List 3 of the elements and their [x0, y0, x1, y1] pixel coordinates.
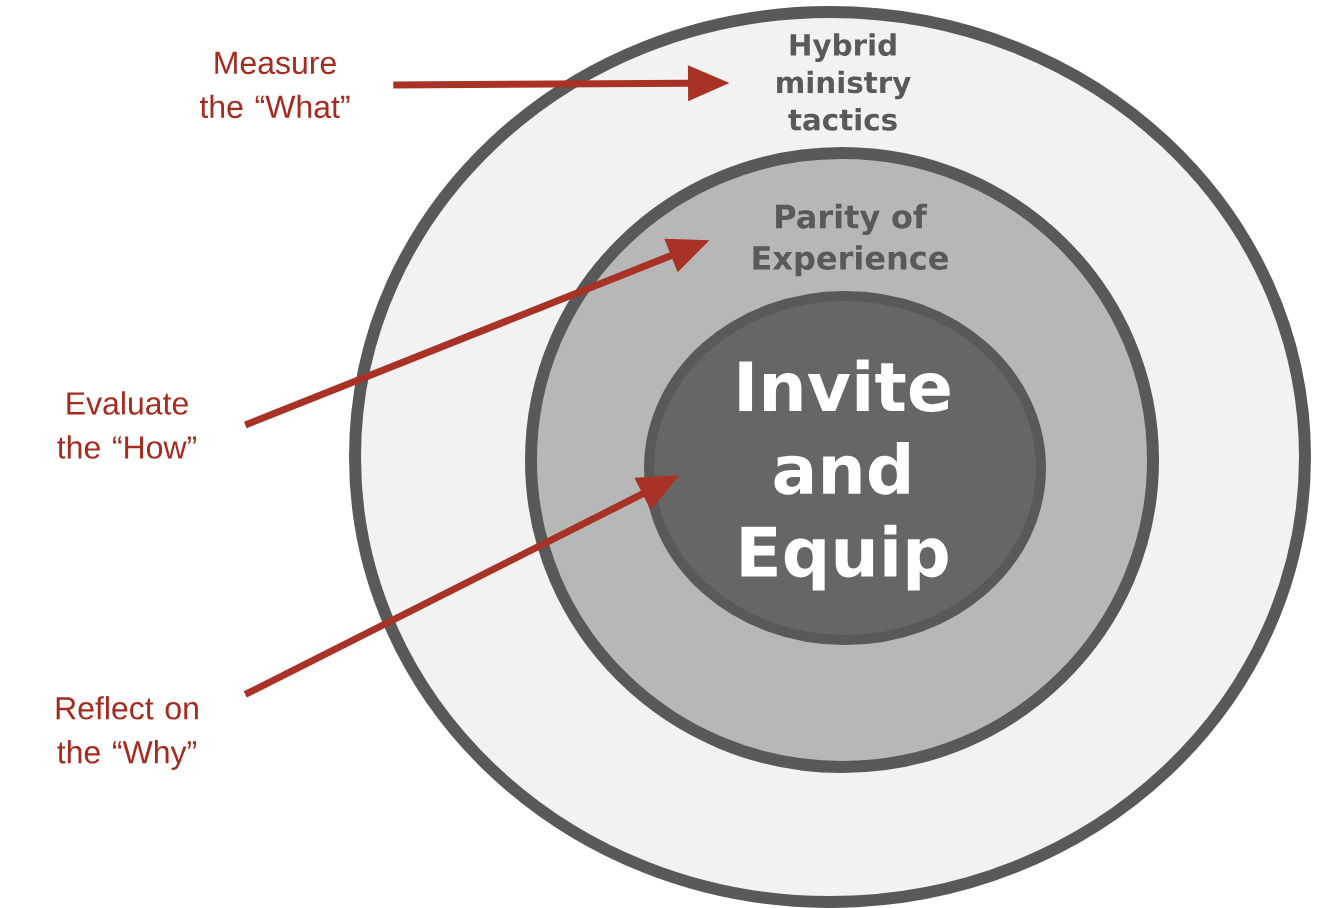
step-label: Reflect on the “Why”	[56, 696, 198, 770]
step-label: Measure the “What”	[199, 51, 350, 119]
step-label: Evaluate the “How”	[57, 391, 197, 459]
